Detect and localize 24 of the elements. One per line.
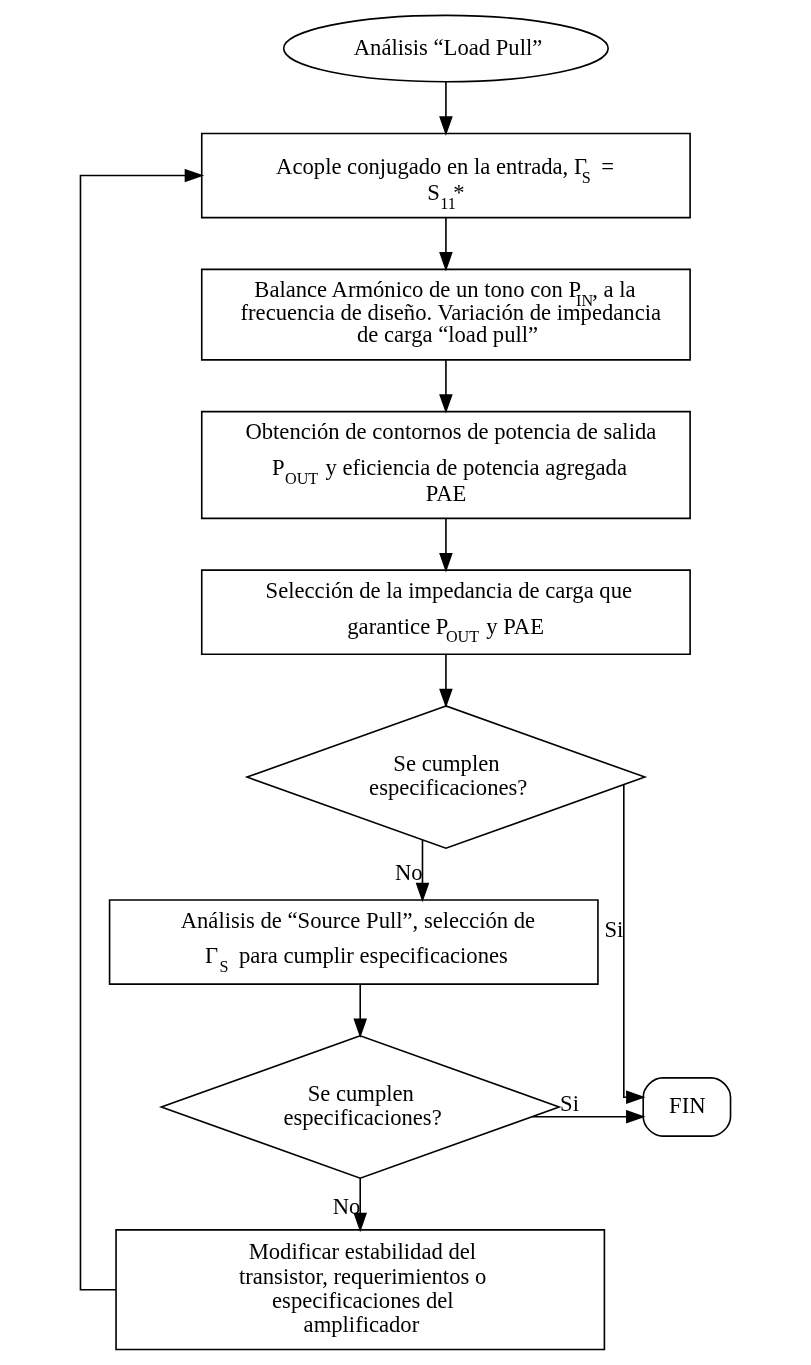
node-box: Análisis de “Source Pull”, selección de Γ$_{S}$ para cumplir especificaciones [108, 899, 599, 985]
arrow [79, 168, 205, 1291]
node-box: Modificar estabilidad del transistor, requerimientos o especificaciones del amplificador [115, 1229, 606, 1351]
arrow [439, 359, 453, 414]
node-diamond: Se cumplen especificaciones? [158, 1034, 562, 1179]
edge-label: Si [604, 916, 624, 942]
arrow [439, 653, 453, 709]
node-diamond: Se cumplen especificaciones? [244, 705, 648, 850]
arrow [623, 784, 646, 1105]
node-box: Acople conjugado en la entrada, Γ$_{S}$ = S$_{11}$* [200, 132, 691, 219]
node-box: Selección de la impedancia de carga que garantice P$_{OUT}$ y PAE [200, 569, 691, 655]
arrow [531, 1109, 646, 1124]
node-box: Obtención de contornos de potencia de salida P$_{OUT}$ y eficiencia de potencia agregada PAE [200, 410, 691, 520]
arrow [439, 217, 453, 272]
edge-label: No [394, 859, 423, 885]
arrow [353, 983, 368, 1038]
arrow [439, 517, 453, 573]
node-ellipse: Análisis “Load Pull” [282, 14, 609, 83]
node-box: Balance Armónico de un tono con P$_{IN}$, a la frecuencia de diseño. Variación de impedancia de carga “load pull” [200, 268, 691, 361]
edge-label: Si [560, 1090, 579, 1116]
arrow [415, 839, 430, 903]
arrow [439, 81, 453, 136]
arrow [353, 1177, 368, 1233]
node-box: FIN [642, 1077, 732, 1137]
